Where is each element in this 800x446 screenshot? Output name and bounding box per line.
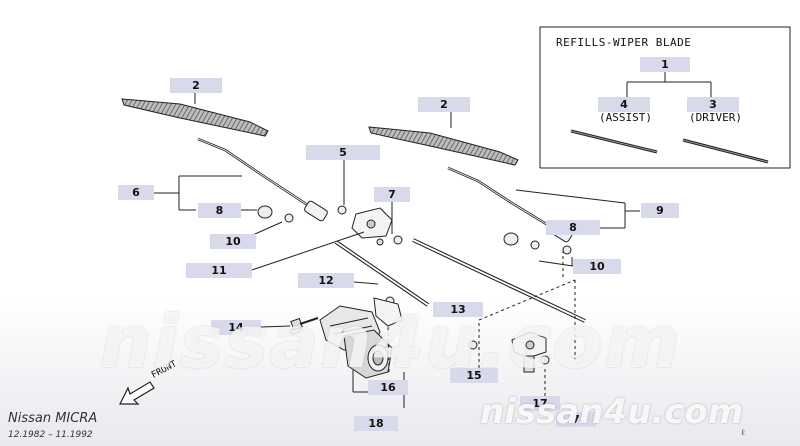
inset-box [539,26,791,169]
refill-assist [570,129,658,154]
wiper-motor [319,305,393,379]
callout-text: 12 [318,274,334,287]
dates-label: 12.1982 – 11.1992 [8,430,93,440]
linkage-rods [334,238,586,323]
callout-text: 2 [192,79,200,92]
dashed-leaders [387,250,576,396]
callout-text: 15 [466,369,482,382]
callout-8-left: 8 [198,203,241,218]
callout-5: 5 [306,145,380,160]
callout-10-right: 10 [573,259,621,274]
callout-3: 3 [687,97,739,112]
background-fade [0,300,800,446]
callout-text: 18 [368,417,384,430]
callout-text: 16 [380,381,396,394]
callout-text: 8 [215,204,224,217]
callout-13: 13 [433,302,483,317]
watermark-large: nissan4u.com [100,300,682,384]
inset-tree [626,72,712,98]
callout-text: 3 [709,98,717,111]
watermark-small: nissan4u.com [480,392,744,432]
callout-text: 17 [532,397,548,410]
front-arrow [119,381,155,405]
callout-9: 9 [641,203,679,218]
callout-text: 2 [440,98,448,111]
wiper-blade-left [121,98,269,137]
callout-text: 6 [132,186,140,199]
wiper-arm-left [197,137,328,222]
callout-text: 1 [661,58,669,71]
callout-14: 14 [211,320,261,335]
callout-text: 7 [572,413,580,426]
callout-text: 9 [656,204,664,217]
refill-driver [682,138,769,164]
model-label: Nissan MICRA [8,411,98,426]
pivot-bracket [351,207,393,246]
callout-text: 13 [450,303,466,316]
callout-4: 4 [598,97,650,112]
callout-16: 16 [368,380,408,395]
callout-1: 1 [640,57,690,72]
callout-11: 11 [186,263,252,278]
callout-2-right: 2 [418,97,470,112]
callout-text: 8 [569,221,577,234]
bolt [290,317,319,331]
callout-text: 4 [620,98,628,111]
callout-7-lower: 7 [556,412,596,427]
callout-text: 7 [388,188,396,201]
callout-6: 6 [118,185,154,200]
callout-text: 10 [589,260,605,273]
callout-text: 5 [339,146,347,159]
inset-title: REFILLS-WIPER BLADE [556,36,692,49]
callout-12: 12 [298,273,354,288]
callout-18: 18 [354,416,398,431]
wiper-blade-right [368,126,519,166]
callout-text: 10 [225,235,241,248]
callout-2-left: 2 [170,78,222,93]
pivot-right [511,331,547,373]
corner-mark: ℓ [741,428,745,437]
driver-label: (DRIVER) [689,111,742,124]
callout-text: 14 [228,321,244,334]
callout-17: 17 [520,396,560,411]
callout-8-right: 8 [546,220,600,235]
motor-crank [373,297,403,327]
callout-text: 11 [211,264,227,277]
callout-10-left: 10 [210,234,256,249]
callout-15: 15 [450,368,498,383]
callout-7-upper: 7 [374,187,410,202]
assist-label: (ASSIST) [599,111,652,124]
